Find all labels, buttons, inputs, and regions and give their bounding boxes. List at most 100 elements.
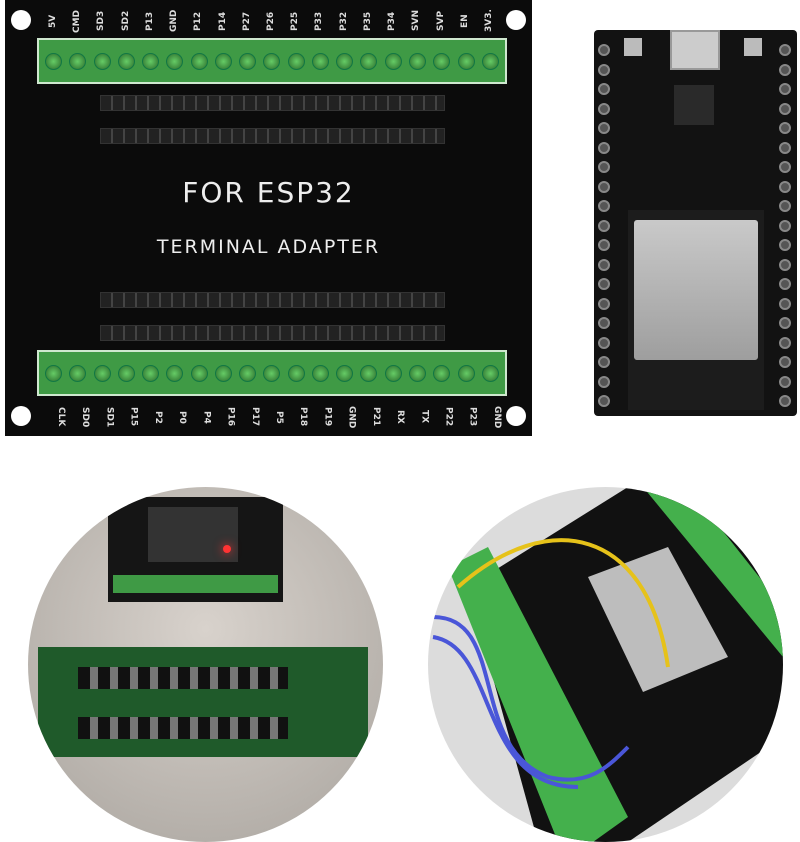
pin-label: TX bbox=[419, 410, 430, 424]
photo-installed-panel bbox=[28, 487, 383, 842]
pin-label: EN bbox=[459, 14, 470, 28]
screw-terminal bbox=[190, 364, 208, 382]
header-pin bbox=[779, 44, 791, 56]
header-pin bbox=[598, 375, 610, 388]
pin-label: CMD bbox=[72, 9, 83, 33]
header-pin bbox=[779, 375, 791, 388]
pin-label: GND bbox=[491, 405, 502, 429]
pin-label: P34 bbox=[387, 11, 398, 31]
pin-label: SD3 bbox=[96, 10, 107, 32]
reset-button bbox=[744, 38, 762, 56]
screw-terminal bbox=[360, 364, 378, 382]
header-pin bbox=[779, 336, 791, 349]
header-pin bbox=[779, 297, 791, 310]
header-pin bbox=[779, 122, 791, 134]
header-pin bbox=[598, 278, 610, 290]
pin-label: GND bbox=[169, 9, 180, 33]
header-pin bbox=[598, 141, 610, 154]
screw-terminal-row bbox=[78, 717, 288, 739]
power-led bbox=[223, 545, 231, 553]
pin-label: P12 bbox=[193, 11, 204, 31]
jumper-wire-blue bbox=[432, 615, 630, 782]
pin-label: 5V bbox=[48, 14, 58, 28]
pin-label: P2 bbox=[152, 410, 163, 424]
pin-label: SD0 bbox=[80, 406, 91, 428]
pin-label: SD2 bbox=[120, 10, 131, 32]
header-pin bbox=[779, 141, 791, 154]
header-pin bbox=[598, 258, 610, 271]
screw-terminal bbox=[117, 52, 135, 70]
header-pin bbox=[598, 239, 610, 251]
pin-label: P13 bbox=[144, 11, 155, 31]
pin-label: SVN bbox=[411, 10, 422, 32]
screw-terminal bbox=[360, 52, 378, 70]
terminal-block-pcb bbox=[38, 647, 368, 757]
pin-label: SD1 bbox=[104, 406, 115, 428]
pin-label: GND bbox=[346, 405, 357, 429]
terminal-strip bbox=[113, 575, 278, 593]
screw-terminal bbox=[311, 364, 329, 382]
screw-terminal bbox=[287, 364, 305, 382]
pin-label: P15 bbox=[128, 407, 139, 427]
pin-label: P27 bbox=[241, 11, 252, 31]
screw-terminal bbox=[457, 364, 475, 382]
board-title: FOR ESP32 bbox=[182, 176, 355, 209]
header-pin bbox=[598, 356, 610, 368]
pin-label: P25 bbox=[290, 11, 301, 31]
screw-terminal bbox=[287, 52, 305, 70]
header-pin bbox=[598, 317, 610, 329]
screw-terminal bbox=[45, 52, 62, 70]
pin-label: P14 bbox=[217, 11, 228, 31]
pin-label: P4 bbox=[201, 410, 212, 424]
screw-terminal bbox=[69, 364, 87, 382]
screw-terminal bbox=[166, 52, 184, 70]
header-pin bbox=[779, 395, 791, 407]
header-pin bbox=[779, 278, 791, 290]
pin-label: CLK bbox=[56, 407, 66, 427]
esp32-module bbox=[148, 507, 238, 562]
header-pin bbox=[779, 258, 791, 271]
screw-terminal bbox=[239, 364, 257, 382]
screw-terminal bbox=[384, 364, 402, 382]
screw-terminal bbox=[263, 52, 281, 70]
boot-button bbox=[624, 38, 642, 56]
esp32-devkit-board bbox=[594, 30, 797, 416]
header-pin bbox=[598, 44, 610, 56]
pin-label: P21 bbox=[370, 407, 381, 427]
header-pin bbox=[598, 63, 610, 76]
pin-label: P26 bbox=[265, 11, 276, 31]
screw-terminal bbox=[214, 364, 232, 382]
header-pin bbox=[598, 102, 610, 115]
top-terminal-strip bbox=[37, 38, 507, 84]
mounted-adapter bbox=[108, 497, 283, 602]
header-pin bbox=[779, 63, 791, 76]
pin-label: P18 bbox=[298, 407, 309, 427]
header-pin bbox=[598, 219, 610, 232]
screw-terminal bbox=[166, 364, 184, 382]
screw-terminal bbox=[69, 52, 87, 70]
pin-label: P5 bbox=[273, 410, 284, 424]
pin-label: P17 bbox=[249, 407, 260, 427]
pin-header bbox=[100, 95, 445, 111]
screw-terminal bbox=[93, 364, 111, 382]
screw-terminal bbox=[45, 364, 62, 382]
pin-label: P33 bbox=[314, 11, 325, 31]
screw-terminal bbox=[408, 364, 426, 382]
screw-terminal bbox=[190, 52, 208, 70]
rf-shield bbox=[634, 220, 758, 360]
pin-label: 3V3. bbox=[483, 9, 494, 33]
screw-terminal bbox=[481, 364, 499, 382]
header-pin bbox=[598, 297, 610, 310]
screw-terminal bbox=[336, 52, 354, 70]
jumper-wire-yellow bbox=[456, 538, 670, 668]
left-terminal-strip bbox=[448, 547, 628, 842]
mount-hole bbox=[11, 10, 31, 30]
bottom-terminal-strip bbox=[37, 350, 507, 396]
pin-label: P35 bbox=[362, 11, 373, 31]
screw-terminal bbox=[117, 364, 135, 382]
board-subtitle: TERMINAL ADAPTER bbox=[156, 236, 381, 258]
screw-terminal bbox=[142, 52, 160, 70]
